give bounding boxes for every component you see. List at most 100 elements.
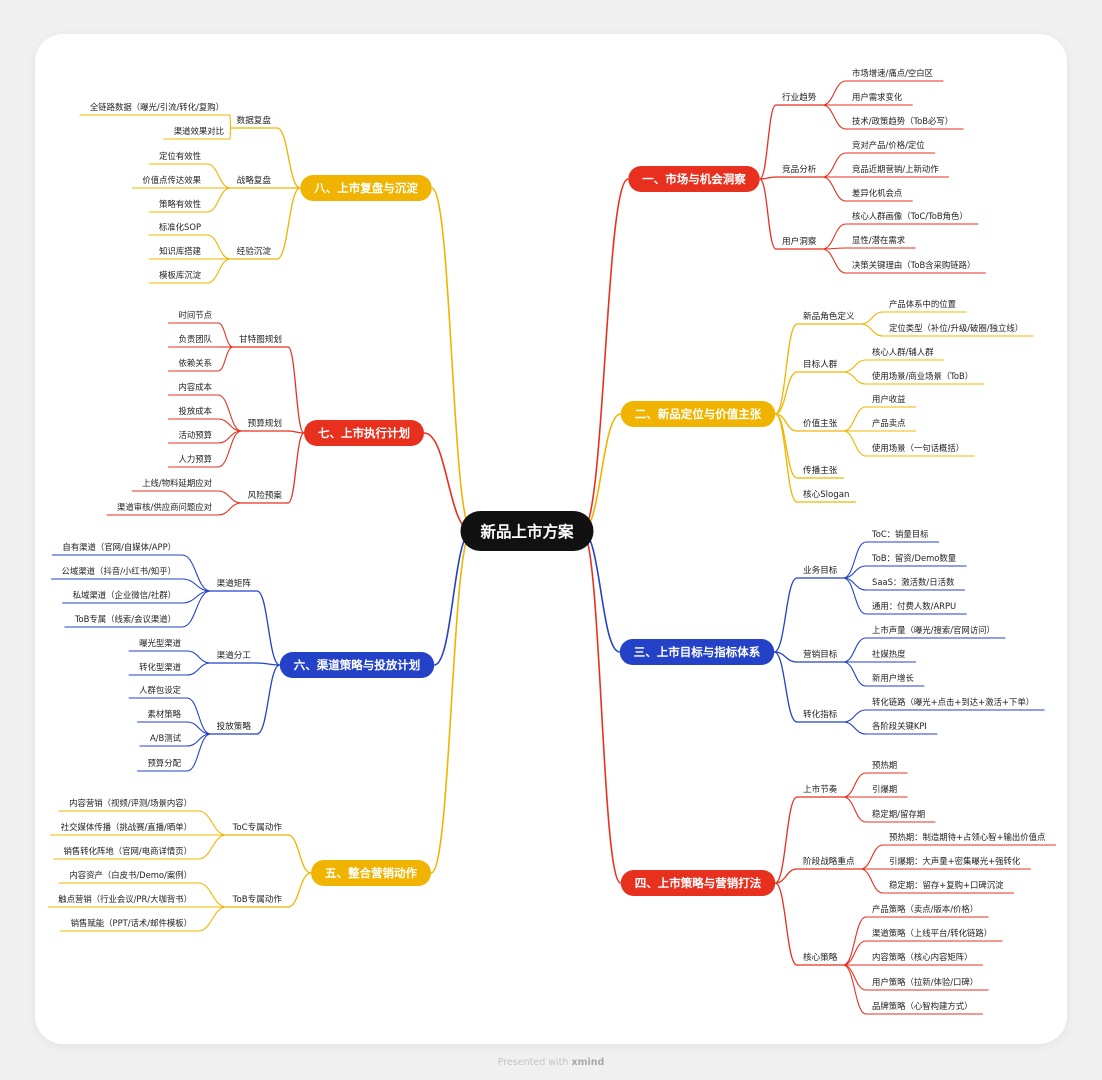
leaf-topic[interactable]: 公域渠道（抖音/小红书/知乎） (61, 566, 176, 576)
leaf-topic[interactable]: 预算分配 (148, 758, 182, 768)
leaf-topic[interactable]: 转化链路（曝光+点击+到达+激活+下单） (872, 697, 1034, 707)
leaf-topic[interactable]: 渠道策略（上线平台/转化链路） (872, 928, 992, 938)
subtopic-label[interactable]: 传播主张 (803, 464, 838, 476)
leaf-topic[interactable]: 用户收益 (872, 394, 906, 404)
leaf-topic[interactable]: ToB专属（线索/会议渠道） (74, 614, 176, 624)
subtopic-label[interactable]: 新品角色定义 (803, 310, 855, 322)
leaf-topic[interactable]: 核心人群/辅人群 (872, 347, 934, 357)
subtopic-label[interactable]: 风险预案 (248, 489, 283, 501)
leaf-topic[interactable]: 人群包设定 (139, 685, 181, 695)
leaf-topic[interactable]: 上市声量（曝光/搜索/官网访问） (872, 625, 995, 635)
subtopic-label[interactable]: 渠道分工 (217, 649, 252, 661)
subtopic-label[interactable]: 核心Slogan (803, 488, 849, 500)
leaf-topic[interactable]: 通用：付费人数/ARPU (872, 601, 956, 611)
leaf-topic[interactable]: 全链路数据（曝光/引流/转化/复购） (90, 102, 224, 112)
subtopic-label[interactable]: 竞品分析 (782, 163, 817, 175)
leaf-topic[interactable]: 竞品近期营销/上新动作 (852, 164, 939, 174)
leaf-topic[interactable]: 销售赋能（PPT/话术/邮件模板） (71, 918, 192, 928)
leaf-topic[interactable]: 引爆期 (872, 784, 897, 794)
subtopic-label[interactable]: 用户洞察 (782, 235, 817, 247)
leaf-topic[interactable]: 模板库沉淀 (159, 270, 201, 280)
leaf-topic[interactable]: 负责团队 (179, 334, 213, 344)
subtopic-label[interactable]: 目标人群 (803, 358, 838, 370)
leaf-topic[interactable]: 时间节点 (179, 310, 213, 320)
central-topic[interactable]: 新品上市方案 (460, 511, 594, 551)
leaf-topic[interactable]: 内容成本 (179, 382, 213, 392)
leaf-topic[interactable]: 社交媒体传播（挑战赛/直播/晒单） (61, 822, 192, 832)
subtopic-label[interactable]: 上市节奏 (803, 783, 838, 795)
subtopic-label[interactable]: 阶段战略重点 (803, 855, 855, 867)
leaf-topic[interactable]: 上线/物料延期应对 (142, 478, 212, 488)
main-topic-pill[interactable]: 三、上市目标与指标体系 (619, 639, 775, 665)
subtopic-label[interactable]: 预算规划 (248, 417, 282, 429)
leaf-topic[interactable]: 各阶段关键KPI (872, 721, 927, 731)
leaf-topic[interactable]: 产品策略（卖点/版本/价格） (872, 904, 978, 914)
subtopic-label[interactable]: 投放策略 (217, 720, 252, 732)
leaf-topic[interactable]: 产品体系中的位置 (889, 299, 956, 309)
subtopic-label[interactable]: 价值主张 (803, 417, 838, 429)
leaf-topic[interactable]: 差异化机会点 (852, 188, 902, 198)
subtopic-label[interactable]: 数据复盘 (237, 114, 272, 126)
leaf-topic[interactable]: 社媒热度 (872, 649, 906, 659)
subtopic-label[interactable]: 转化指标 (803, 708, 838, 720)
leaf-topic[interactable]: 定位类型（补位/升级/破圈/独立线） (889, 323, 1023, 333)
leaf-topic[interactable]: 投放成本 (179, 406, 213, 416)
leaf-topic[interactable]: 核心人群画像（ToC/ToB角色） (852, 211, 968, 221)
leaf-topic[interactable]: 预热期 (872, 760, 897, 770)
leaf-topic[interactable]: ToB：留资/Demo数量 (871, 553, 956, 563)
leaf-topic[interactable]: 稳定期/留存期 (872, 809, 925, 819)
main-topic-pill[interactable]: 二、新品定位与价值主张 (620, 401, 776, 427)
subtopic-label[interactable]: 营销目标 (803, 648, 838, 660)
leaf-topic[interactable]: 使用场景/商业场景（ToB） (872, 371, 973, 381)
subtopic-label[interactable]: 经验沉淀 (237, 245, 272, 257)
subtopic-label[interactable]: 核心策略 (803, 951, 838, 963)
leaf-topic[interactable]: 预热期：制造期待+占领心智+输出价值点 (889, 832, 1045, 842)
leaf-topic[interactable]: 竞对产品/价格/定位 (852, 140, 925, 150)
leaf-topic[interactable]: 依赖关系 (179, 358, 213, 368)
leaf-topic[interactable]: 价值点传达效果 (142, 175, 201, 185)
subtopic-label[interactable]: 渠道矩阵 (217, 577, 252, 589)
leaf-topic[interactable]: 内容资产（白皮书/Demo/案例） (69, 870, 192, 880)
leaf-topic[interactable]: 稳定期：留存+复购+口碑沉淀 (889, 880, 1004, 890)
leaf-topic[interactable]: 产品卖点 (872, 418, 906, 428)
leaf-topic[interactable]: 品牌策略（心智构建方式） (872, 1001, 973, 1011)
leaf-topic[interactable]: 知识库搭建 (159, 246, 201, 256)
leaf-topic[interactable]: SaaS：激活数/日活数 (872, 577, 955, 587)
footer-brand[interactable]: xmind (571, 1057, 605, 1068)
leaf-topic[interactable]: 用户策略（拉新/体验/口碑） (872, 977, 978, 987)
subtopic-label[interactable]: ToC专属动作 (232, 821, 283, 833)
leaf-topic[interactable]: 显性/潜在需求 (852, 235, 906, 245)
leaf-topic[interactable]: 转化型渠道 (139, 662, 181, 672)
subtopic-label[interactable]: 甘特图规划 (239, 333, 282, 345)
leaf-topic[interactable]: 内容策略（核心内容矩阵） (872, 952, 973, 962)
leaf-topic[interactable]: 曝光型渠道 (139, 638, 181, 648)
subtopic-label[interactable]: ToB专属动作 (232, 893, 283, 905)
leaf-topic[interactable]: 用户需求变化 (852, 92, 903, 102)
leaf-topic[interactable]: 人力预算 (179, 454, 213, 464)
leaf-topic[interactable]: 使用场景（一句话概括） (872, 443, 964, 453)
main-topic-pill[interactable]: 七、上市执行计划 (304, 420, 424, 446)
leaf-topic[interactable]: 私域渠道（企业微信/社群） (73, 590, 176, 600)
leaf-topic[interactable]: A/B测试 (150, 733, 182, 743)
subtopic-label[interactable]: 行业趋势 (782, 91, 817, 103)
leaf-topic[interactable]: 渠道审核/供应商问题应对 (117, 502, 213, 512)
subtopic-label[interactable]: 业务目标 (803, 564, 838, 576)
leaf-topic[interactable]: 素材策略 (148, 709, 182, 719)
leaf-topic[interactable]: 销售转化阵地（官网/电商详情页） (64, 846, 192, 856)
leaf-topic[interactable]: 触点营销（行业会议/PR/大咖背书） (58, 894, 192, 904)
leaf-topic[interactable]: 技术/政策趋势（ToB必写） (852, 116, 953, 126)
main-topic-pill[interactable]: 五、整合营销动作 (311, 860, 431, 886)
subtopic-label[interactable]: 战略复盘 (237, 174, 272, 186)
leaf-topic[interactable]: 渠道效果对比 (174, 126, 224, 136)
leaf-topic[interactable]: 自有渠道（官网/自媒体/APP） (62, 542, 176, 552)
main-topic-pill[interactable]: 八、上市复盘与沉淀 (300, 175, 432, 201)
leaf-topic[interactable]: 策略有效性 (159, 199, 201, 209)
leaf-topic[interactable]: 内容营销（视频/评测/场景内容） (69, 798, 192, 808)
main-topic-pill[interactable]: 四、上市策略与营销打法 (620, 870, 776, 896)
leaf-topic[interactable]: ToC：销量目标 (871, 529, 929, 539)
leaf-topic[interactable]: 决策关键理由（ToB含采购链路） (852, 260, 975, 270)
leaf-topic[interactable]: 定位有效性 (159, 151, 201, 161)
leaf-topic[interactable]: 市场增速/痛点/空白区 (852, 68, 933, 78)
leaf-topic[interactable]: 引爆期：大声量+密集曝光+强转化 (889, 856, 1021, 866)
